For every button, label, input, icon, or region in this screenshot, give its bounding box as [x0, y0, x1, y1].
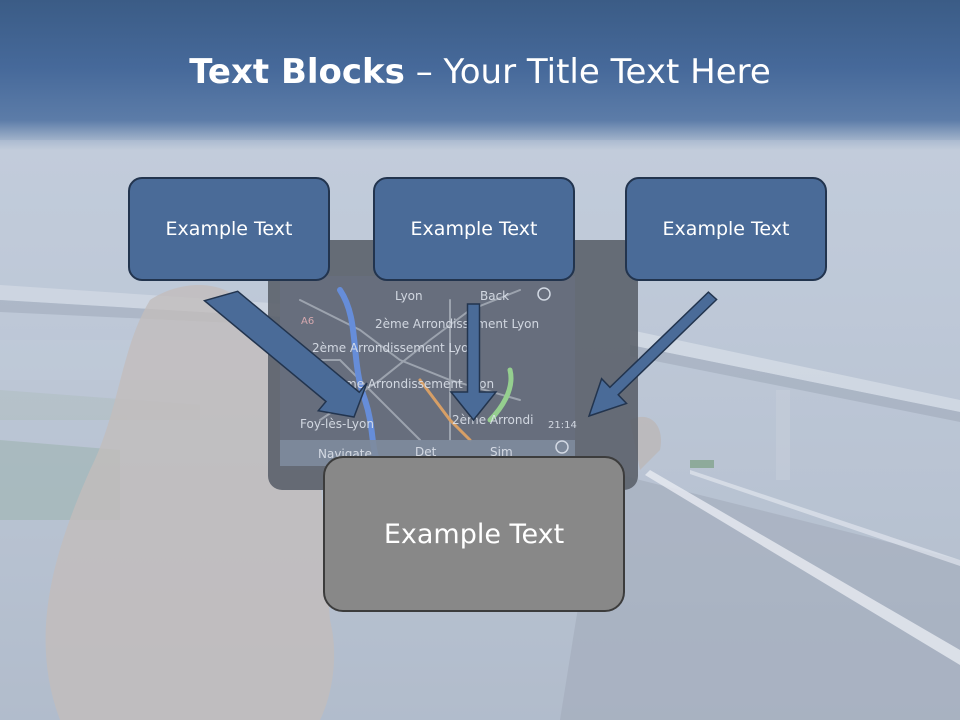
gps-device: Lyon Back 2ème Arrondissement Lyon 2ème …	[268, 240, 638, 490]
gps-label: Back	[480, 289, 509, 303]
title-rest: – Your Title Text Here	[404, 52, 771, 92]
text-block-label: Example Text	[383, 518, 565, 550]
text-block-label: Example Text	[410, 218, 538, 240]
gps-label: 2ème Arrondissement Lyon	[330, 377, 494, 391]
text-block-bottom: Example Text	[323, 456, 625, 612]
gps-label: Sim	[490, 445, 513, 459]
text-block-top-center: Example Text	[373, 177, 575, 281]
arrow-left-icon	[202, 290, 368, 418]
gps-label: Det	[415, 445, 437, 459]
gps-label: 21:14	[548, 420, 577, 431]
text-block-label: Example Text	[662, 218, 790, 240]
gps-label: 2ème Arrondissement Lyon	[375, 317, 539, 331]
slide-title: Text Blocks – Your Title Text Here	[0, 52, 960, 92]
text-block-label: Example Text	[165, 218, 293, 240]
road	[560, 460, 960, 720]
arrow-center-icon	[449, 303, 498, 422]
text-block-top-left: Example Text	[128, 177, 330, 281]
gps-label: 2ème Arrondissement Lyon	[312, 341, 476, 355]
gps-label: Lyon	[395, 289, 423, 303]
arrow-right-icon	[587, 291, 718, 418]
gps-label: A6	[301, 316, 314, 327]
title-band	[0, 0, 960, 150]
gps-label: Foy-lès-Lyon	[300, 417, 374, 431]
title-bold: Text Blocks	[189, 52, 405, 92]
text-block-top-right: Example Text	[625, 177, 827, 281]
